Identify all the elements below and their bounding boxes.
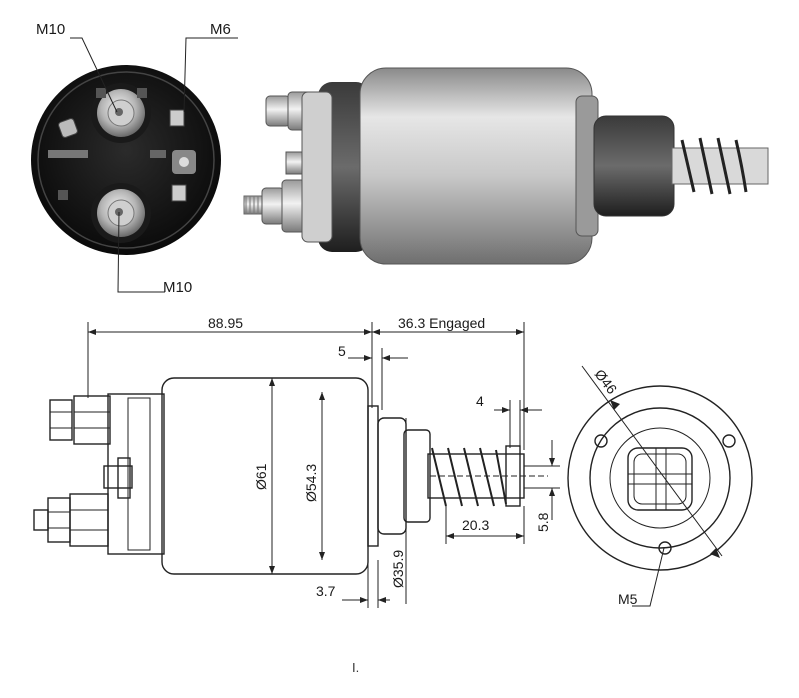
terminal-m6	[169, 109, 196, 202]
dim-step-4: 4	[476, 393, 484, 409]
tech-side-view	[33, 377, 548, 575]
terminal-lower	[91, 183, 151, 243]
mount-hole-bottom	[658, 541, 672, 555]
footer-mark: I.	[352, 660, 359, 675]
side-photo	[243, 67, 769, 265]
dimension-lines	[87, 322, 560, 608]
dim-plunger-length: 20.3	[462, 517, 489, 533]
dim-mount-screw: M5	[618, 591, 638, 607]
dim-offset-3-7: 3.7	[316, 583, 336, 599]
dim-flange-dia: Ø46	[592, 366, 621, 397]
tech-front-view	[567, 365, 753, 607]
terminal-upper	[91, 83, 151, 143]
dim-engaged: 36.3 Engaged	[398, 315, 485, 331]
end-cap-photo	[31, 65, 221, 255]
label-m6: M6	[210, 21, 231, 38]
mount-hole-left	[594, 434, 608, 448]
label-m10-bottom: M10	[163, 279, 192, 296]
dim-overall-length: 88.95	[208, 315, 243, 331]
dim-slot-5-8: 5.8	[535, 512, 551, 532]
dimension-arrows	[88, 329, 555, 603]
mount-hole-right	[722, 434, 736, 448]
dim-boss-dia: Ø35.9	[390, 550, 406, 588]
label-m10-top: M10	[36, 21, 65, 38]
dim-inner-dia: Ø54.3	[303, 464, 319, 502]
dim-body-dia: Ø61	[253, 463, 269, 490]
photo-leaders	[70, 37, 238, 293]
dim-step-5: 5	[338, 343, 346, 359]
